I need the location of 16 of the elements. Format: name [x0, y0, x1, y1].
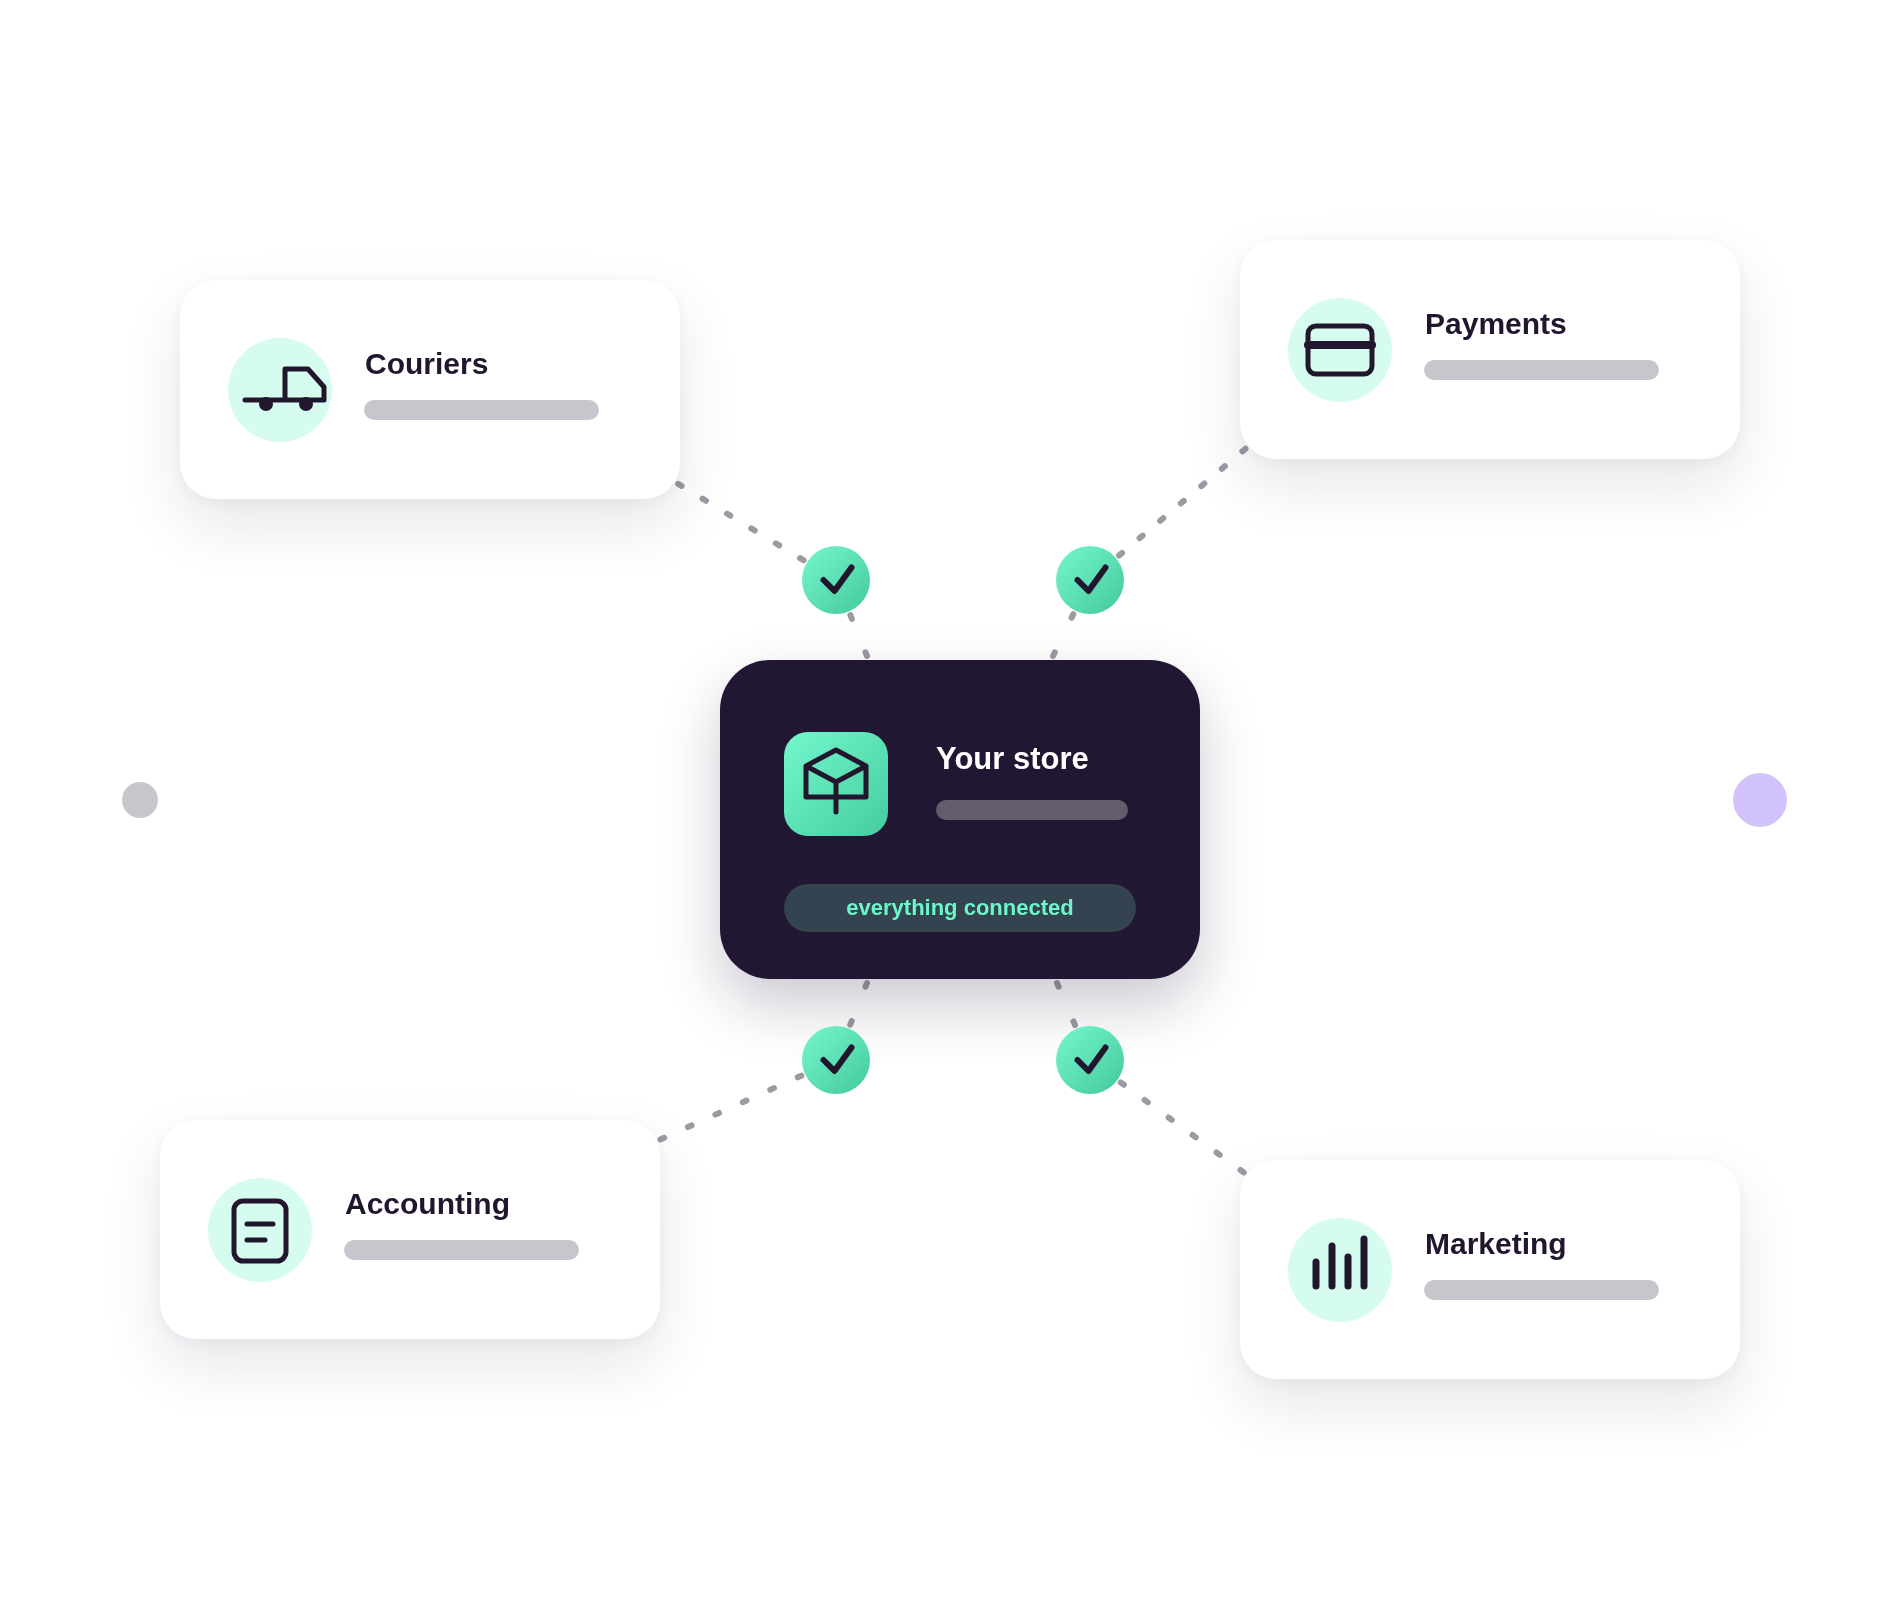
dotted-connector [657, 1072, 805, 1143]
check-icon [1056, 546, 1124, 614]
card-title: Your store [936, 740, 1089, 778]
integration-card [1240, 240, 1740, 459]
store-card [720, 660, 1200, 979]
card-title: Payments [1425, 306, 1567, 342]
integration-card [160, 1120, 660, 1339]
integration-card [180, 280, 680, 499]
dotted-connector [1117, 1079, 1247, 1176]
card-title: Couriers [365, 346, 489, 382]
dotted-connector [1116, 445, 1249, 559]
card-title: Marketing [1425, 1226, 1567, 1262]
integration-card [1240, 1160, 1740, 1379]
dotted-connector [675, 480, 807, 564]
card-title: Accounting [345, 1186, 510, 1222]
status-pill: everything connected [784, 884, 1136, 932]
